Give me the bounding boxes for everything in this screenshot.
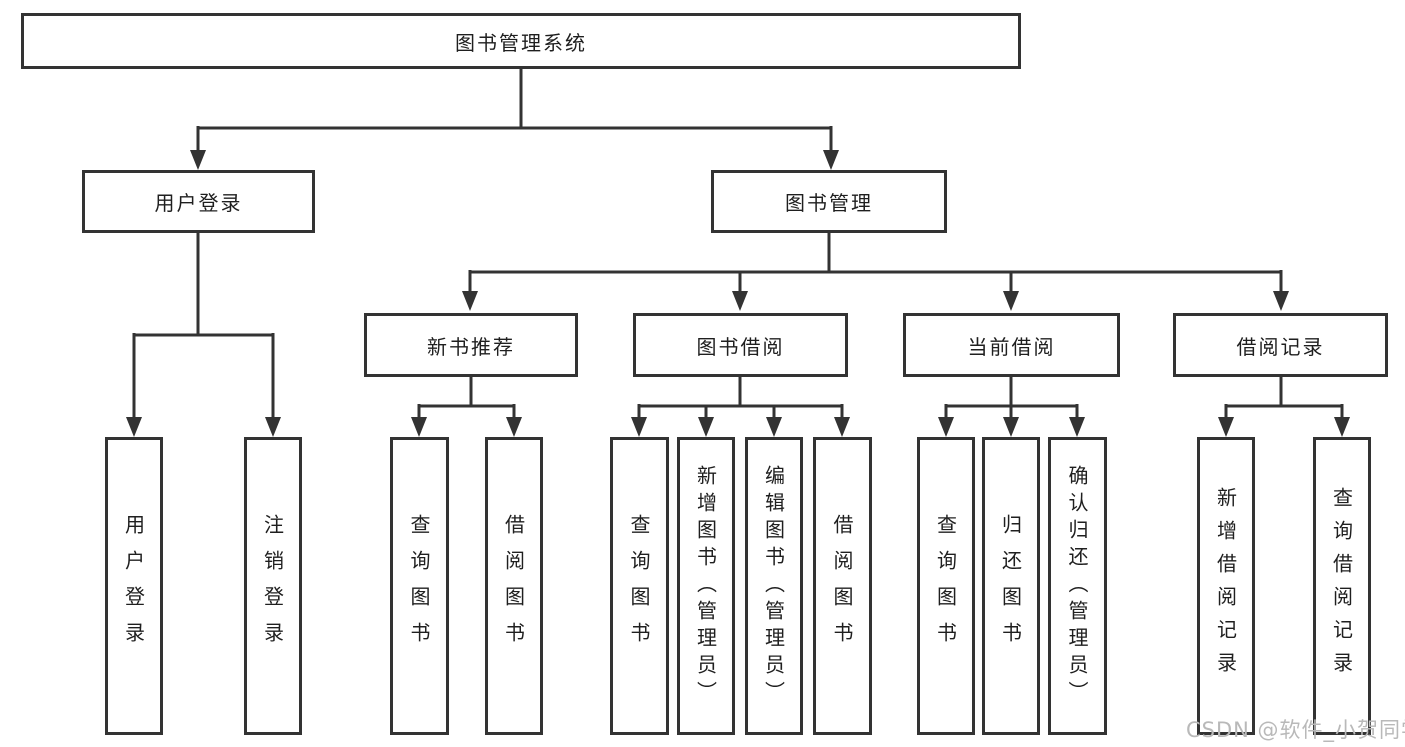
leaf-records-add-record: 新增借阅记录: [1197, 437, 1255, 735]
leaf-records-query-record: 查询借阅记录: [1313, 437, 1371, 735]
leaf-current-confirm-return-admin: 确认归还（管理员）: [1048, 437, 1107, 735]
leaf-current-return-books: 归还图书: [982, 437, 1040, 735]
connector-strokes: [132, 68, 1344, 421]
leaf-borrow-query-books: 查询图书: [610, 437, 669, 735]
leaf-recommend-borrow-books: 借阅图书: [485, 437, 543, 735]
node-new-book-recommend: 新书推荐: [364, 313, 578, 377]
node-user-login: 用户登录: [82, 170, 315, 233]
leaf-borrow-add-books-admin: 新增图书（管理员）: [677, 437, 735, 735]
node-current-borrow: 当前借阅: [903, 313, 1120, 377]
csdn-watermark: CSDN @软件_小贺同学: [1186, 718, 1405, 742]
node-library-management-system: 图书管理系统: [21, 13, 1021, 69]
node-book-borrow: 图书借阅: [633, 313, 848, 377]
leaf-borrow-borrow-books: 借阅图书: [813, 437, 872, 735]
node-book-management: 图书管理: [711, 170, 947, 233]
leaf-current-query-books: 查询图书: [917, 437, 975, 735]
leaf-recommend-query-books: 查询图书: [390, 437, 449, 735]
node-borrow-records: 借阅记录: [1173, 313, 1388, 377]
leaf-borrow-edit-books-admin: 编辑图书（管理员）: [745, 437, 803, 735]
leaf-logout: 注销登录: [244, 437, 302, 735]
connector-arrowheads: [126, 150, 1350, 437]
leaf-user-login: 用户登录: [105, 437, 163, 735]
